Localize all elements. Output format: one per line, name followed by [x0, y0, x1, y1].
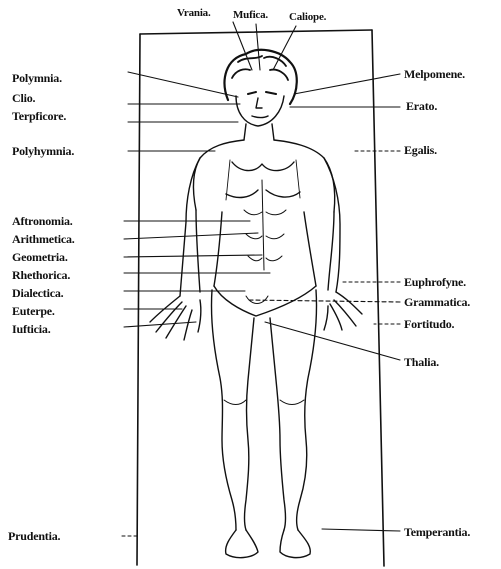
frame: [137, 30, 384, 566]
leader-lines: [122, 22, 400, 536]
human-figure: [150, 50, 362, 558]
